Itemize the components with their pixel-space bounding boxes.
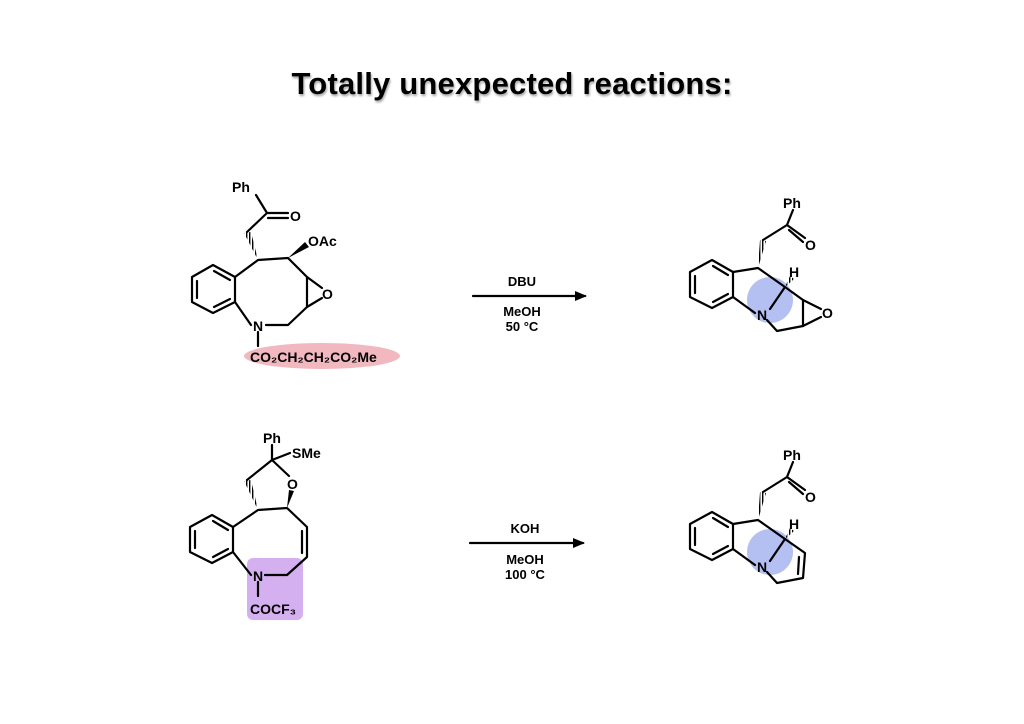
h-label: H <box>789 516 799 532</box>
reaction-2-starting-material: Ph SMe O N COCF₃ <box>188 430 321 620</box>
reaction-2-product: Ph O H N <box>688 447 816 585</box>
protecting-group-highlight <box>244 343 400 369</box>
ph-label: Ph <box>783 195 801 211</box>
pyrrolizidine-highlight <box>747 529 793 575</box>
ring-o-label: O <box>287 476 298 492</box>
reaction-2-arrow: KOH MeOH 100 °C <box>468 521 585 582</box>
ph-label: Ph <box>263 430 281 446</box>
oac-label: OAc <box>308 233 337 249</box>
temperature-label: 100 °C <box>505 567 546 582</box>
reagent-label: DBU <box>508 274 536 289</box>
epoxide-o-label: O <box>822 305 833 321</box>
n-label: N <box>253 568 263 584</box>
ph-label: Ph <box>232 179 250 195</box>
slide-title: Totally unexpected reactions: <box>291 66 733 101</box>
ketone-o-label: O <box>805 237 816 253</box>
pyrrolizidine-highlight <box>747 277 793 323</box>
sme-label: SMe <box>292 445 321 461</box>
n-label: N <box>757 307 767 323</box>
reagent-label: KOH <box>511 521 540 536</box>
ketone-o-label: O <box>290 208 301 224</box>
solvent-label: MeOH <box>503 304 541 319</box>
reaction-1-product: Ph O H N O <box>688 195 833 333</box>
n-label: N <box>757 559 767 575</box>
solvent-label: MeOH <box>506 552 544 567</box>
protecting-group-label: COCF₃ <box>250 601 296 617</box>
ph-label: Ph <box>783 447 801 463</box>
temperature-label: 50 °C <box>506 319 539 334</box>
reaction-1-arrow: DBU MeOH 50 °C <box>471 274 587 334</box>
n-label: N <box>253 318 263 334</box>
protecting-group-label: CO₂CH₂CH₂CO₂Me <box>250 349 377 365</box>
reaction-1-starting-material: Ph O OAc O N CO₂CH₂CH₂CO₂Me <box>190 179 400 369</box>
ketone-o-label: O <box>805 489 816 505</box>
epoxide-o-label: O <box>322 286 333 302</box>
h-label: H <box>789 264 799 280</box>
